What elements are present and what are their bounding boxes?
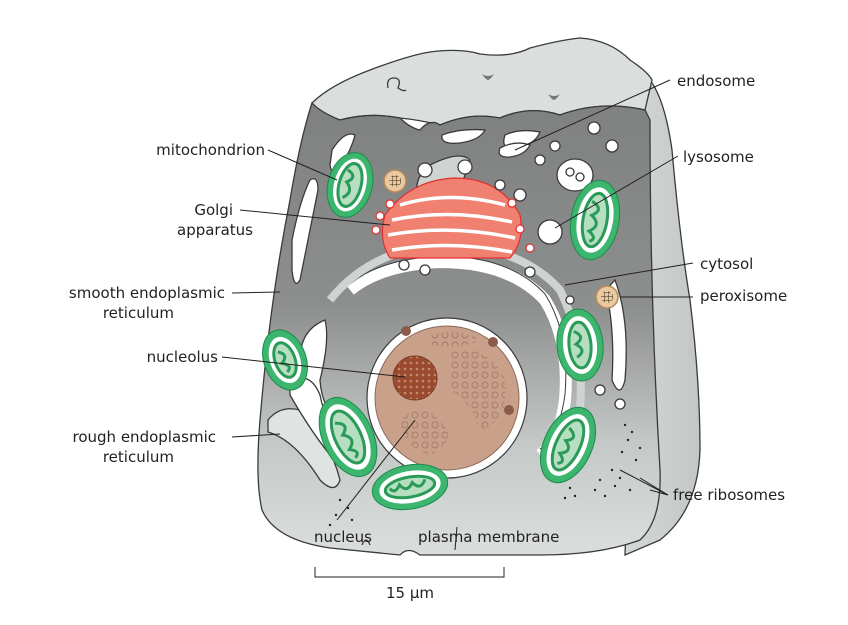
label-smooth-er-line1: smooth endoplasmic [69,284,225,302]
label-peroxisome: peroxisome [700,287,787,305]
surface-pit [548,94,560,100]
leader-lines [221,79,694,551]
scale-bar-label: 15 µm [386,584,434,602]
label-rough-er-line1: rough endoplasmic [73,428,216,446]
mitochondrion [569,179,621,261]
lysosome [537,219,563,245]
peroxisome [383,169,407,193]
mitochondrion [318,396,378,478]
label-golgi-line1: Golgi [194,201,233,219]
nucleolus [392,355,438,401]
label-endosome: endosome [677,72,755,90]
golgi-apparatus [371,177,535,259]
mitochondria [262,152,621,511]
multivesicular-body [556,158,594,192]
label-nucleolus: nucleolus [147,348,219,366]
mitochondrion [556,308,604,382]
label-rough-er-line2: reticulum [103,448,174,466]
label-mitochondrion: mitochondrion [156,141,265,159]
chromatin [450,349,506,430]
cell-top-face [311,37,653,126]
mitochondrion [326,152,374,218]
label-smooth-er-line2: reticulum [103,304,174,322]
peroxisome [595,285,619,309]
vesicles [398,121,626,410]
surface-pit [482,74,494,80]
mitochondrion [262,329,308,391]
label-plasma-membrane: plasma membrane [418,528,559,546]
mitochondrion [539,406,597,484]
label-golgi-line2: apparatus [177,221,253,239]
label-nucleus: nucleus [314,528,372,546]
free-ribosomes [328,423,642,527]
internal-vesicle [575,172,585,182]
plasma-membrane-notch [361,539,371,546]
chromatin [430,332,480,347]
surface-bump [386,77,407,92]
label-lysosome: lysosome [683,148,754,166]
label-free-ribosomes: free ribosomes [673,486,785,504]
internal-vesicle [565,167,575,177]
label-cytosol: cytosol [700,255,753,273]
mitochondrion [371,463,449,511]
scale-bar: 15 µm [314,567,505,602]
chromatin [400,410,448,455]
